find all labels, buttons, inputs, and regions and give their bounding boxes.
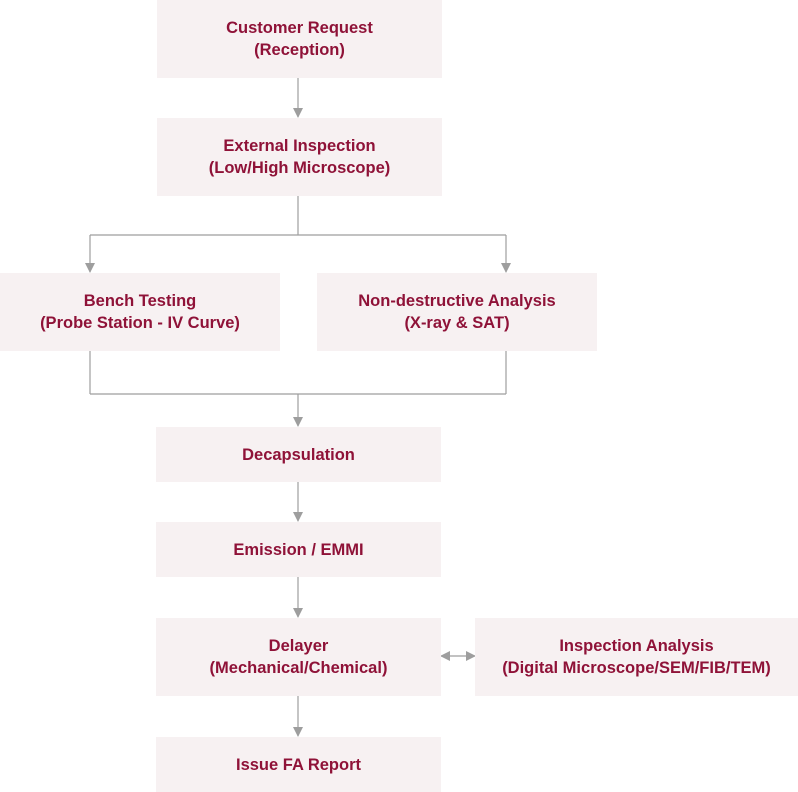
emission-box: Emission / EMMI: [156, 522, 441, 577]
decapsulation-box: Decapsulation: [156, 427, 441, 482]
external-inspection-box: External Inspection (Low/High Microscope…: [157, 118, 442, 196]
delayer-title: Delayer: [268, 637, 329, 655]
external-inspection-title: External Inspection: [223, 137, 376, 155]
delayer-box: Delayer (Mechanical/Chemical): [156, 618, 441, 696]
inspection-analysis-subtitle: (Digital Microscope/SEM/FIB/TEM): [502, 659, 771, 677]
delayer-subtitle: (Mechanical/Chemical): [209, 659, 388, 677]
bench-testing-title: Bench Testing: [83, 292, 197, 310]
inspection-analysis-title: Inspection Analysis: [559, 637, 714, 655]
non-destructive-analysis-subtitle: (X-ray & SAT): [404, 314, 510, 332]
customer-request-box: Customer Request (Reception): [157, 0, 442, 78]
external-inspection-subtitle: (Low/High Microscope): [208, 159, 391, 177]
issue-fa-report-title: Issue FA Report: [236, 755, 361, 774]
inspection-analysis-box: Inspection Analysis (Digital Microscope/…: [475, 618, 798, 696]
bench-testing-box: Bench Testing (Probe Station - IV Curve): [0, 273, 280, 351]
customer-request-title: Customer Request: [226, 19, 373, 37]
non-destructive-analysis-title: Non-destructive Analysis: [358, 292, 556, 310]
issue-fa-report-box: Issue FA Report: [156, 737, 441, 792]
emission-title: Emission / EMMI: [233, 540, 364, 559]
customer-request-subtitle: (Reception): [254, 41, 345, 59]
non-destructive-analysis-box: Non-destructive Analysis (X-ray & SAT): [317, 273, 597, 351]
bench-testing-subtitle: (Probe Station - IV Curve): [40, 314, 240, 332]
decapsulation-title: Decapsulation: [242, 445, 355, 464]
